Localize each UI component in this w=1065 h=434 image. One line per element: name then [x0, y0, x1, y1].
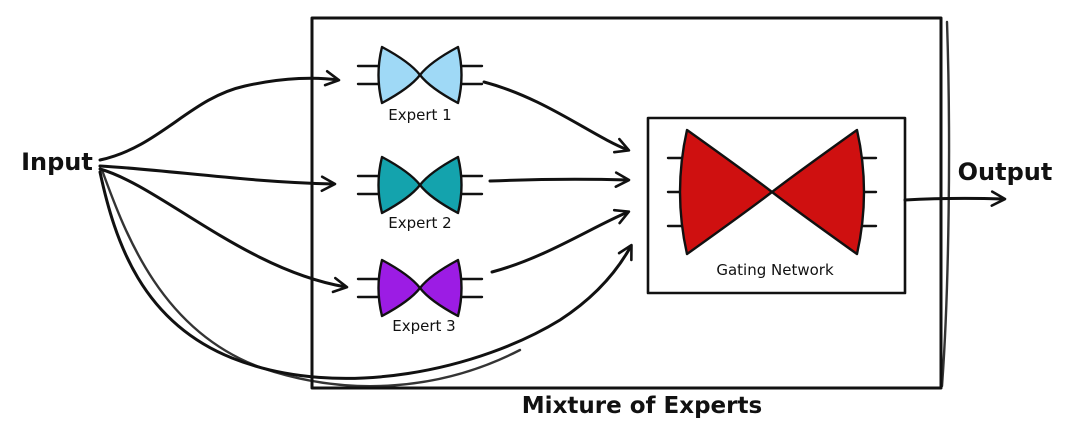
expert-2-bowtie-left-wing — [377, 155, 422, 215]
gating-network-label: Gating Network — [716, 261, 834, 279]
moe-box-outline — [310, 16, 943, 390]
output-label: Output — [958, 158, 1053, 186]
expert-3-label: Expert 3 — [392, 317, 455, 335]
arrow-input-to-expert-1 — [98, 69, 341, 162]
arrow-expert-3-to-gating — [490, 208, 631, 274]
expert-3-bowtie-right-wing — [418, 258, 463, 318]
arrow-input-to-expert-3 — [98, 167, 349, 294]
expert-1-label: Expert 1 — [388, 106, 451, 124]
input-label: Input — [21, 148, 93, 176]
expert-1-bowtie-left-wing — [377, 45, 422, 105]
expert-1-bowtie-right-wing — [418, 45, 463, 105]
arrow-input-to-expert-2 — [98, 164, 337, 193]
arrow-input-to-gating-doubled-stroke — [100, 168, 522, 388]
gating-bowtie-left-wing — [678, 128, 774, 256]
arrow-input-to-gating — [98, 170, 633, 380]
expert-to-gating-arrows — [482, 80, 631, 274]
arrow-expert-1-to-gating — [482, 80, 631, 154]
gating-network-box — [646, 116, 907, 295]
arrow-expert-2-to-gating — [488, 171, 631, 188]
expert-2 — [356, 155, 484, 215]
diagram-title: Mixture of Experts — [522, 393, 762, 419]
moe-container-box — [310, 16, 951, 390]
arrow-gating-to-output — [903, 190, 1007, 207]
moe-box-doubled-edge — [940, 20, 951, 388]
expert-3 — [356, 258, 484, 318]
gating-bowtie-right-wing — [770, 128, 866, 256]
expert-2-bowtie-right-wing — [418, 155, 463, 215]
gating-network-bowtie — [666, 128, 878, 256]
expert-1 — [356, 45, 484, 105]
expert-3-bowtie-left-wing — [377, 258, 422, 318]
expert-2-label: Expert 2 — [388, 214, 451, 232]
gating-network: Gating Network — [646, 116, 907, 295]
input-arrows — [98, 69, 633, 388]
